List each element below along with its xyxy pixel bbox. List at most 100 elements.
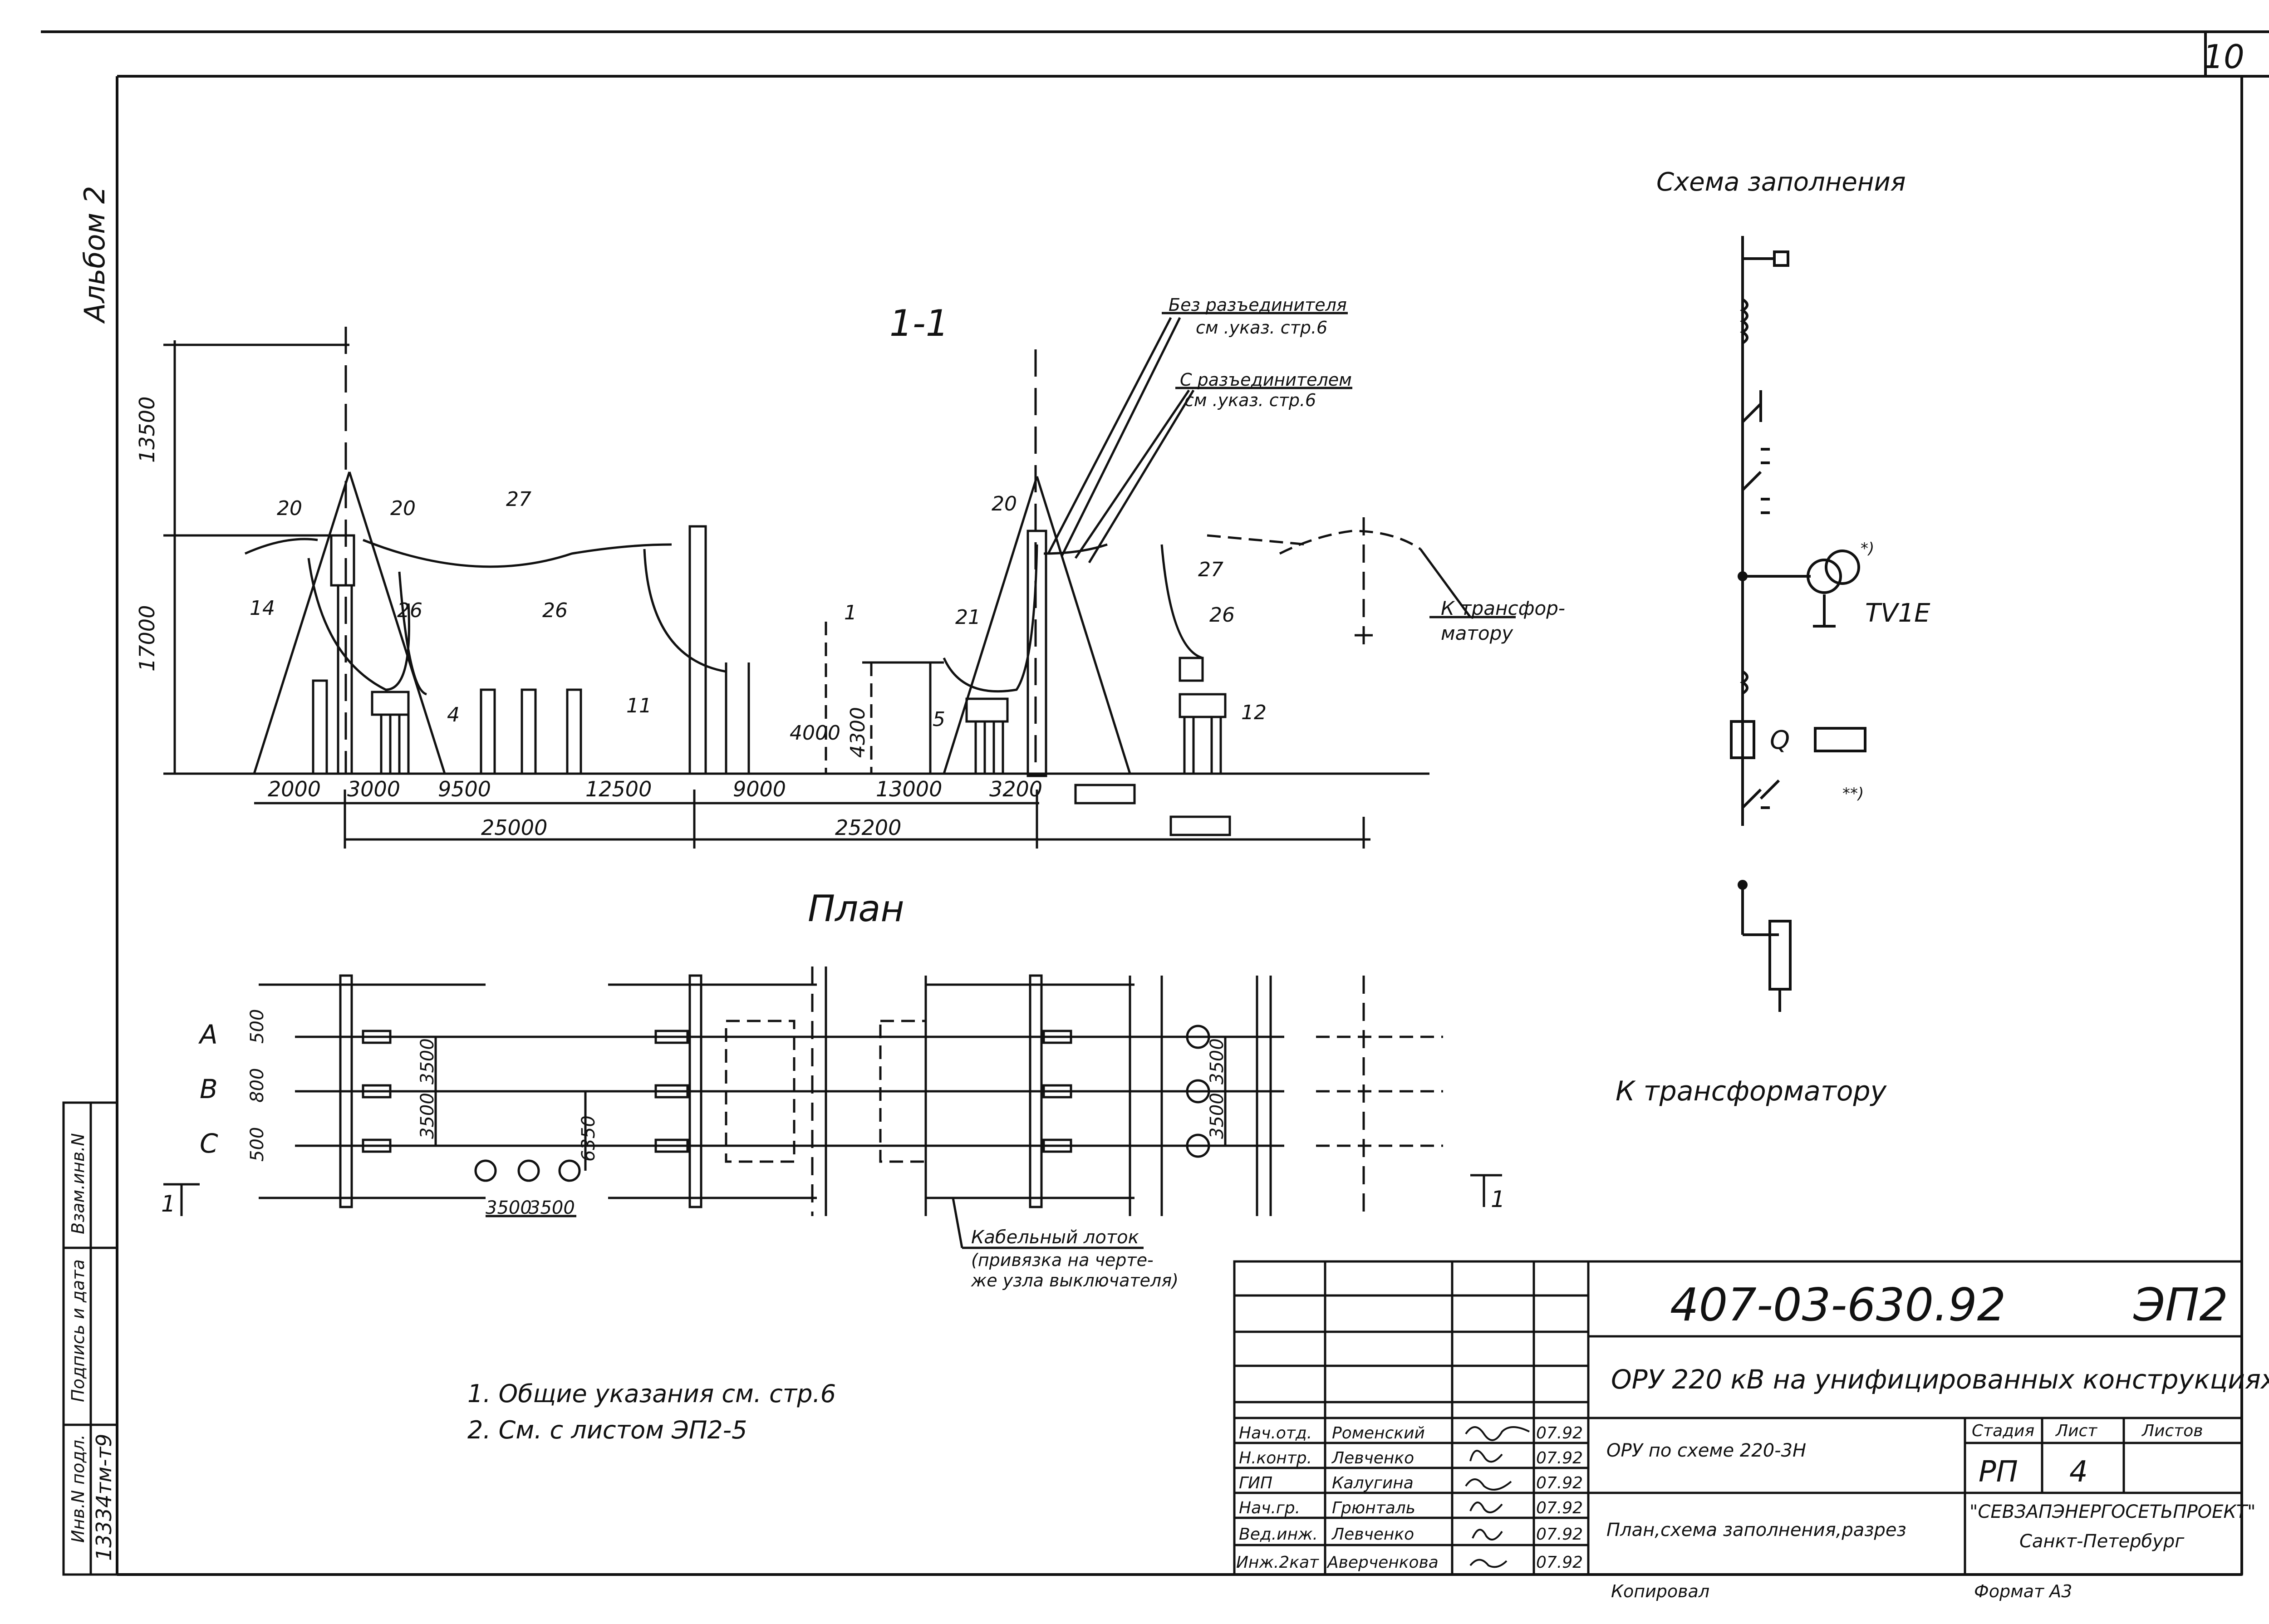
callout-20c: 20 bbox=[992, 492, 1017, 515]
sheet-label: Лист bbox=[2055, 1422, 2097, 1440]
note-without-disconnector: Без разъединителя bbox=[1169, 295, 1347, 315]
plan-dim-3500b: 3500 bbox=[417, 1093, 438, 1139]
phase-a: A bbox=[198, 1019, 218, 1050]
role-2: ГИП bbox=[1239, 1474, 1272, 1492]
dim-4300: 4300 bbox=[846, 707, 869, 758]
plan-dim-3500d: 3500 bbox=[529, 1197, 575, 1218]
cut-right: 1 bbox=[1491, 1186, 1505, 1212]
callout-4: 4 bbox=[447, 703, 460, 726]
sign-date-label: Подпись и дата bbox=[68, 1259, 88, 1402]
title-block-grid bbox=[1233, 1260, 2243, 1576]
dim-3200: 3200 bbox=[989, 777, 1042, 801]
date-0: 07.92 bbox=[1536, 1424, 1583, 1442]
phase-dim-a: 500 bbox=[247, 1009, 268, 1044]
sheet-value: 4 bbox=[2069, 1455, 2088, 1489]
date-3: 07.92 bbox=[1536, 1499, 1583, 1517]
plan-title: План bbox=[808, 888, 904, 930]
callout-26a: 26 bbox=[397, 599, 422, 622]
callout-14: 14 bbox=[250, 597, 275, 620]
side-stamp bbox=[62, 1101, 118, 1576]
plan-dim-3500f: 3500 bbox=[1207, 1093, 1228, 1139]
inv-value: 13334тм-т9 bbox=[92, 1434, 116, 1561]
role-5: Инж.2кат bbox=[1236, 1553, 1319, 1572]
name-3: Грюнталь bbox=[1332, 1499, 1415, 1517]
star-note-2: **) bbox=[1842, 785, 1864, 803]
stage-label: Стадия bbox=[1972, 1422, 2034, 1440]
to-transformer-2: матору bbox=[1441, 622, 1513, 644]
name-0: Роменский bbox=[1332, 1424, 1425, 1442]
dim-12500: 12500 bbox=[585, 777, 652, 801]
star-note-1: *) bbox=[1861, 540, 1874, 558]
inv-orig-label: Инв.N подл. bbox=[68, 1434, 88, 1543]
note-2: 2. См. с листом ЭП2-5 bbox=[467, 1416, 747, 1444]
cut-left: 1 bbox=[161, 1191, 176, 1217]
sheets-label: Листов bbox=[2141, 1422, 2203, 1440]
plan-dim-3500a: 3500 bbox=[417, 1038, 438, 1084]
phase-c: C bbox=[200, 1128, 218, 1159]
scheme-title: ОРУ по схеме 220-3Н bbox=[1606, 1440, 1806, 1461]
to-transformer-1: К трансфор- bbox=[1441, 597, 1565, 619]
sheet-code: ЭП2 bbox=[2133, 1278, 2228, 1331]
callout-12: 12 bbox=[1241, 701, 1267, 724]
plan-dim-3500c: 3500 bbox=[486, 1197, 532, 1218]
name-1: Левченко bbox=[1331, 1449, 1414, 1467]
note-1: 1. Общие указания см. стр.6 bbox=[467, 1379, 836, 1408]
org-name: "СЕВЗАПЭНЕРГОСЕТЬПРОЕКТ" bbox=[1969, 1501, 2256, 1522]
tv-label: TV1E bbox=[1865, 599, 1930, 628]
name-2: Калугина bbox=[1332, 1474, 1414, 1492]
name-5: Аверченкова bbox=[1326, 1553, 1439, 1572]
callout-20b: 20 bbox=[390, 497, 416, 520]
page-number: 10 bbox=[2203, 38, 2244, 76]
format-label: Формат А3 bbox=[1974, 1581, 2072, 1601]
callout-1: 1 bbox=[844, 601, 857, 624]
callout-27b: 27 bbox=[1198, 558, 1223, 581]
sheet-frame bbox=[41, 30, 2269, 1576]
cable-tray-3: же узла выключателя) bbox=[971, 1271, 1179, 1290]
plan-dim-3500e: 3500 bbox=[1207, 1038, 1228, 1084]
note-with-ref: см .указ. стр.6 bbox=[1184, 390, 1316, 410]
role-3: Нач.гр. bbox=[1239, 1499, 1300, 1517]
date-2: 07.92 bbox=[1536, 1474, 1583, 1492]
copied-label: Копировал bbox=[1611, 1581, 1709, 1601]
date-4: 07.92 bbox=[1536, 1525, 1583, 1544]
dim-25000: 25000 bbox=[481, 815, 547, 840]
role-4: Вед.инж. bbox=[1239, 1525, 1318, 1544]
plan-dim-6350: 6350 bbox=[578, 1115, 599, 1162]
name-4: Левченко bbox=[1331, 1525, 1414, 1544]
dim-3000: 3000 bbox=[347, 777, 400, 801]
plan-view bbox=[163, 967, 1502, 1249]
phase-dim-b: 800 bbox=[247, 1068, 268, 1103]
note-with-disconnector: С разъединителем bbox=[1180, 370, 1352, 390]
callout-5: 5 bbox=[933, 708, 945, 731]
date-5: 07.92 bbox=[1536, 1553, 1583, 1572]
section-view bbox=[163, 312, 1516, 849]
phase-dim-c: 500 bbox=[247, 1127, 268, 1162]
project-title: ОРУ 220 кВ на унифицированных конструкци… bbox=[1611, 1364, 2269, 1395]
dim-17000: 17000 bbox=[135, 605, 159, 672]
callout-26b: 26 bbox=[542, 599, 568, 622]
section-title: 1-1 bbox=[889, 302, 949, 344]
cable-tray-1: Кабельный лоток bbox=[971, 1227, 1139, 1248]
signatures bbox=[1465, 1426, 1530, 1568]
role-1: Н.контр. bbox=[1239, 1449, 1312, 1467]
cable-tray-2: (привязка на черте- bbox=[971, 1250, 1154, 1270]
stage-value: РП bbox=[1979, 1455, 2018, 1489]
callout-21: 21 bbox=[955, 606, 981, 629]
note-without-ref: см .указ. стр.6 bbox=[1196, 318, 1327, 338]
dim-9000: 9000 bbox=[733, 777, 786, 801]
doc-code: 407-03-630.92 bbox=[1670, 1278, 2006, 1331]
dim-13000: 13000 bbox=[876, 777, 942, 801]
callout-20a: 20 bbox=[277, 497, 302, 520]
title-roles: Нач.отд. Роменский 07.92 Н.контр. Левчен… bbox=[1236, 1424, 1583, 1572]
callout-26c: 26 bbox=[1209, 603, 1235, 627]
q-label: Q bbox=[1770, 726, 1790, 755]
callout-27a: 27 bbox=[506, 488, 531, 511]
role-0: Нач.отд. bbox=[1239, 1424, 1312, 1442]
fill-scheme-diagram bbox=[1730, 236, 1866, 1012]
dim-4000: 4000 bbox=[790, 721, 840, 745]
dim-13500: 13500 bbox=[135, 397, 159, 463]
date-1: 07.92 bbox=[1536, 1449, 1583, 1467]
album-label: Альбом 2 bbox=[78, 186, 111, 324]
dim-2000: 2000 bbox=[268, 777, 321, 801]
